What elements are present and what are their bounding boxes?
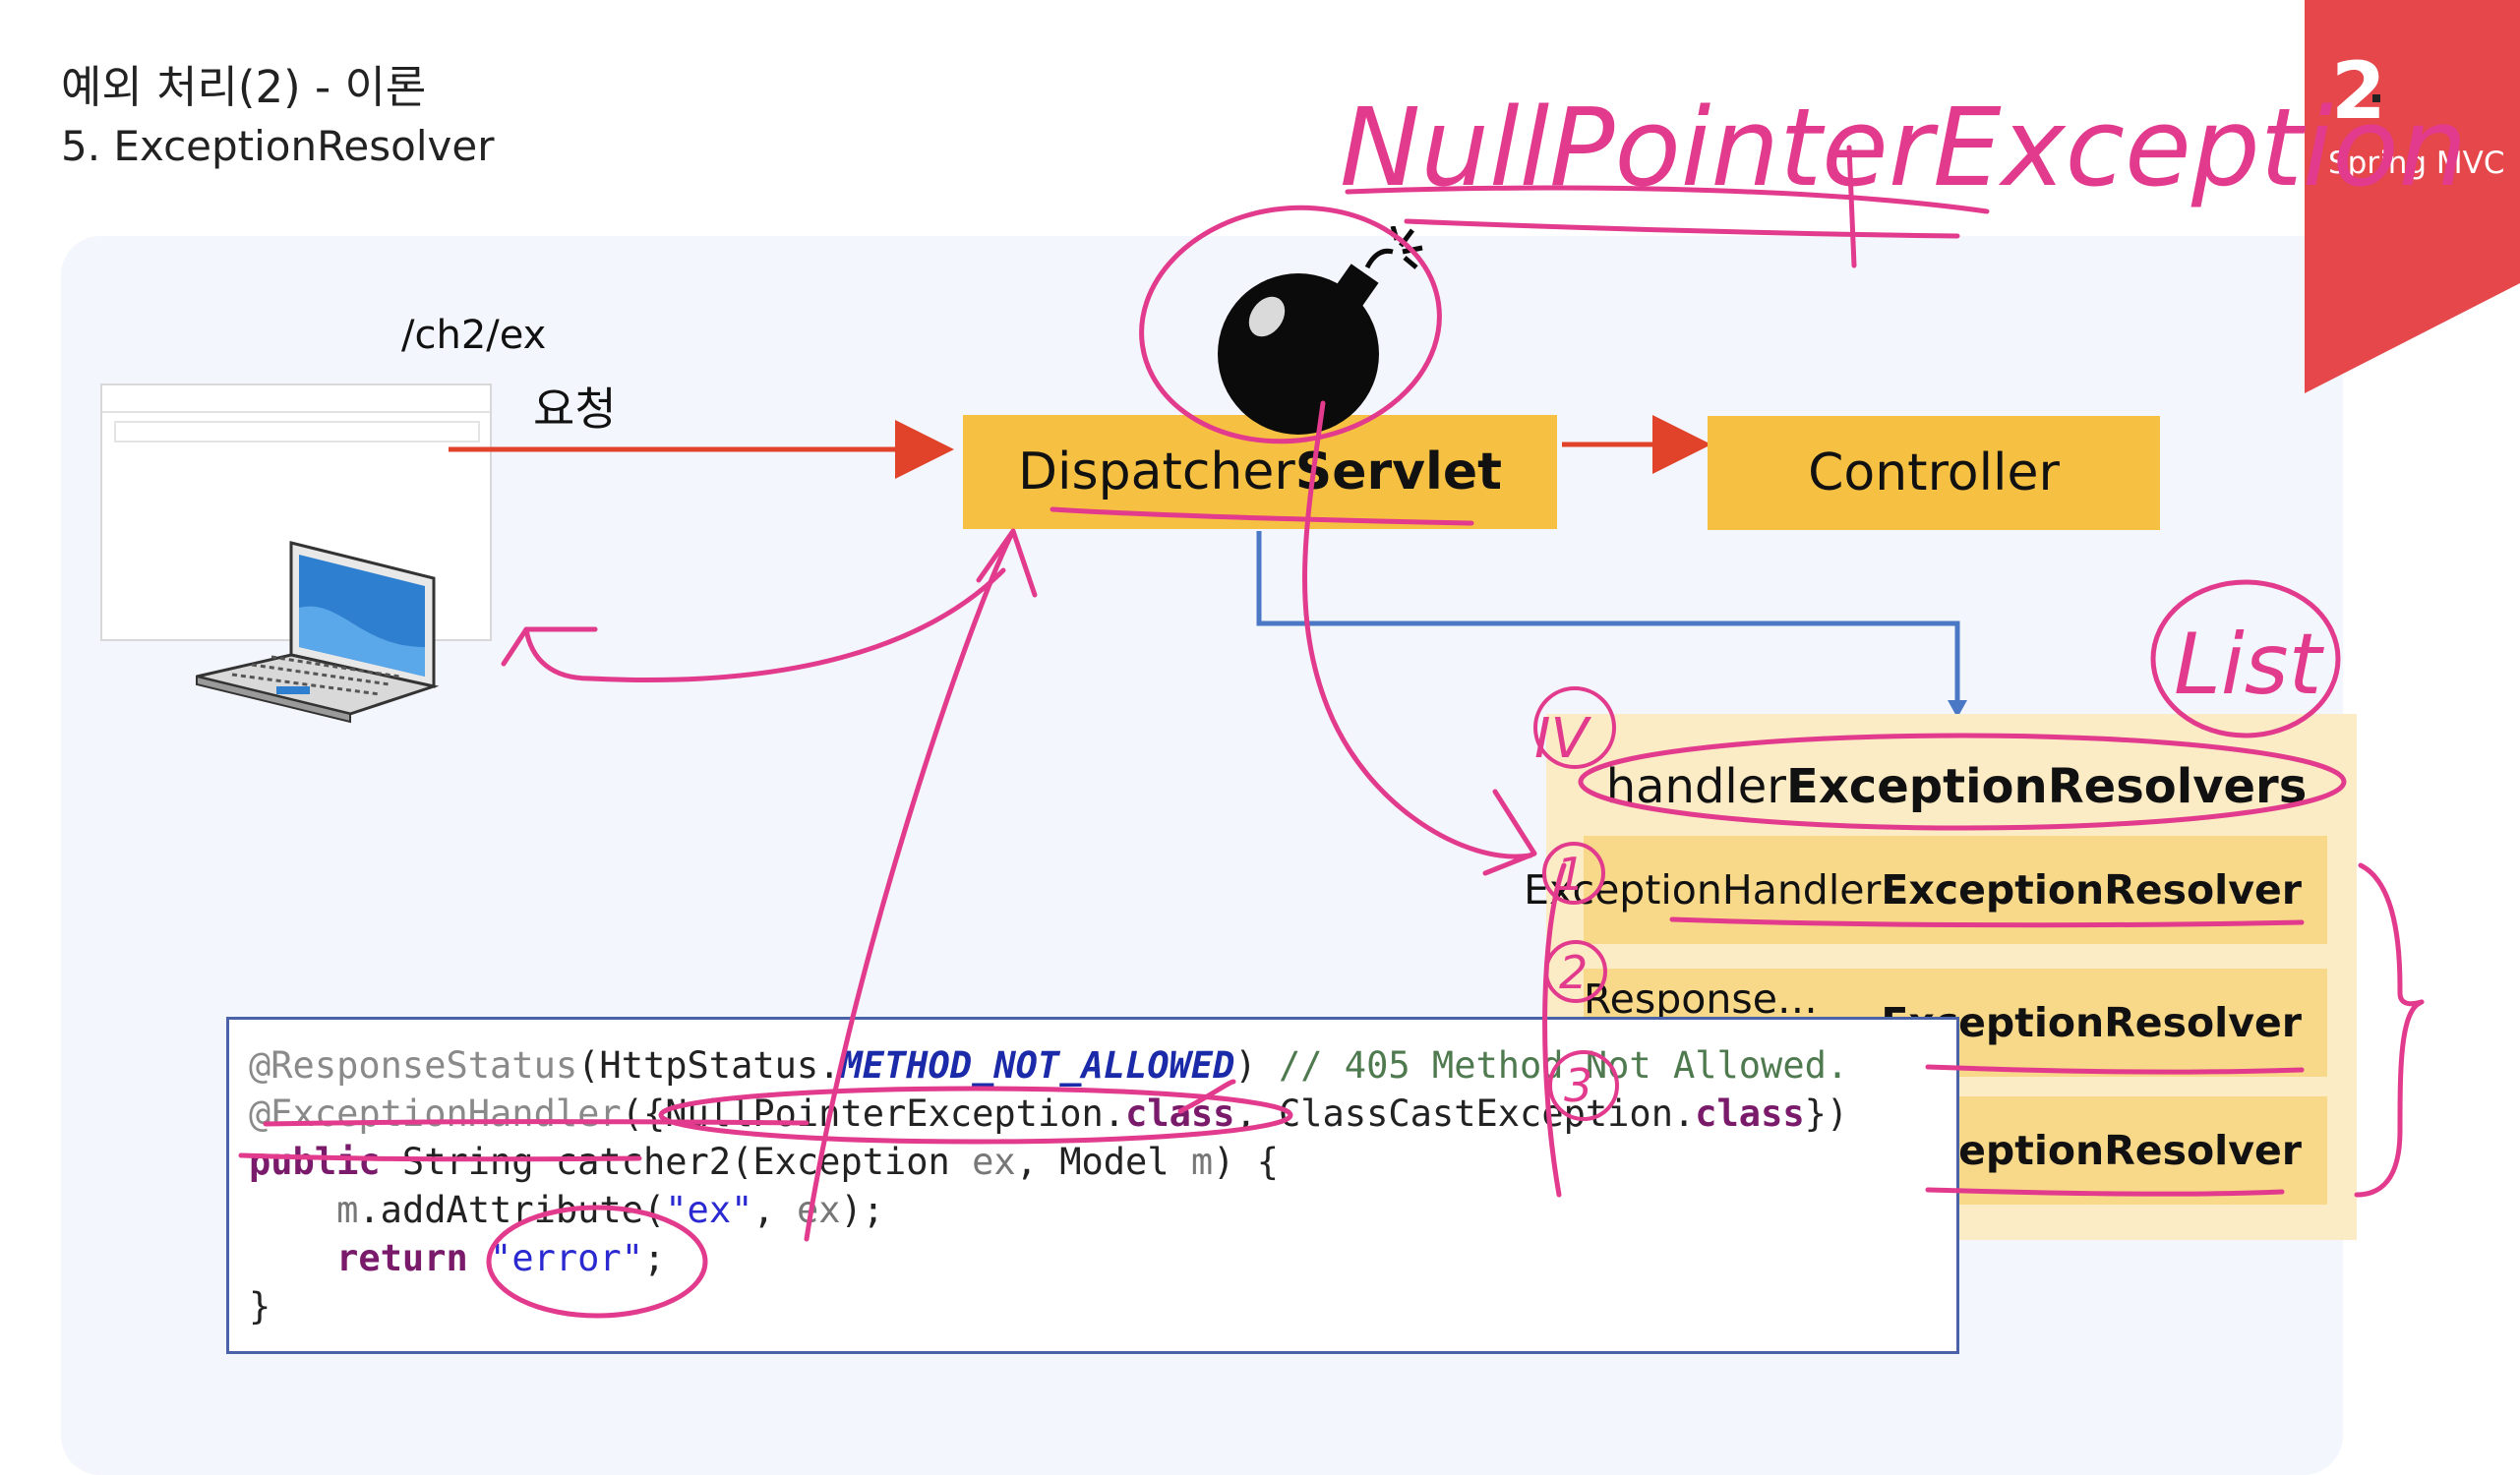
code-line: public String catcher2(Exception ex, Mod…	[249, 1138, 1956, 1186]
error-return-circle	[486, 1205, 708, 1319]
exception-note-text: NullPointerException	[1340, 85, 2467, 210]
laptop-icon	[196, 541, 439, 724]
resolver-item-pre: ExceptionHandler	[1524, 866, 1882, 914]
resolver-header-circle	[1578, 733, 2347, 831]
dispatcher-label-bold: Servlet	[1294, 442, 1502, 502]
bomb-icon	[1218, 226, 1423, 435]
code-param: m	[1190, 1141, 1214, 1183]
response-path	[523, 567, 1006, 682]
list-note-text: List	[2174, 616, 2325, 714]
bomb-circle	[1139, 205, 1442, 444]
request-label: 요청	[533, 383, 617, 436]
marker-three: 3	[1564, 1059, 1592, 1112]
code-snippet: @ResponseStatus(HttpStatus.METHOD_NOT_AL…	[226, 1017, 1959, 1354]
handwriting-layer: NullPointerException List IV 1 2 3	[238, 85, 2467, 1319]
resolver-bracket	[2354, 862, 2425, 1198]
code-token: )	[1234, 1044, 1279, 1087]
chapter-number: 2	[2331, 45, 2386, 137]
code-param: m	[336, 1189, 359, 1231]
browser-address-bar	[114, 421, 480, 442]
code-token: , ClassCastException.	[1234, 1092, 1696, 1135]
exception-note-underline	[1345, 185, 1990, 214]
exception-class-circle	[658, 1086, 1293, 1145]
exception-path	[1302, 400, 1533, 859]
chapter-number-dot	[2372, 94, 2380, 102]
code-token: (HttpStatus.	[577, 1044, 841, 1087]
code-keyword: return	[336, 1237, 468, 1279]
return-path	[804, 528, 1016, 1242]
diagram-arrows	[449, 415, 1967, 718]
chapter-label: Spring MVC	[2328, 146, 2505, 181]
code-token: }	[249, 1285, 271, 1328]
code-param: ex	[972, 1141, 1016, 1183]
dispatcher-underline	[1050, 506, 1474, 526]
marker-two: 2	[1559, 946, 1588, 999]
code-keyword: class	[1695, 1092, 1805, 1135]
marker-four: IV	[1534, 707, 1592, 771]
code-line: return "error";	[249, 1234, 1956, 1282]
code-keyword: public	[249, 1141, 381, 1183]
code-comment: // 405 Method Not Allowed.	[1278, 1044, 1849, 1087]
list-circle	[2150, 579, 2341, 738]
code-token: @ExceptionHandler	[249, 1092, 622, 1135]
code-token: , Model	[1015, 1141, 1191, 1183]
code-param: ex	[796, 1189, 841, 1231]
browser-title-bar	[102, 385, 490, 413]
controller-box: Controller	[1708, 416, 2160, 530]
code-string: "error"	[490, 1237, 643, 1279]
code-line: }	[249, 1282, 1956, 1330]
request-url: /ch2/ex	[401, 313, 547, 358]
resolver-connector	[1256, 531, 1960, 712]
code-token: @ResponseStatus	[249, 1044, 578, 1087]
code-token: String catcher2(Exception	[380, 1141, 973, 1183]
resolver-left-bracket	[1542, 862, 1567, 1198]
code-token: ;	[642, 1237, 666, 1279]
marker-one: 1	[1556, 848, 1585, 901]
resolver-underline	[1669, 916, 2305, 928]
resolver-item-bold: ExceptionResolver	[1881, 866, 2302, 914]
code-token: ) {	[1213, 1141, 1279, 1183]
dispatcher-label-pre: Dispatcher	[1018, 442, 1295, 502]
page-subtitle: 5. ExceptionResolver	[61, 122, 495, 170]
code-token: ,	[752, 1189, 797, 1231]
code-token: METHOD_NOT_ALLOWED	[840, 1044, 1235, 1087]
code-line: @ResponseStatus(HttpStatus.METHOD_NOT_AL…	[249, 1041, 1956, 1090]
resolver-header-bold: ExceptionResolvers	[1786, 759, 2308, 814]
code-token: })	[1804, 1092, 1849, 1135]
page-title: 예외 처리(2) - 이론	[61, 61, 427, 113]
code-token: );	[840, 1189, 885, 1231]
